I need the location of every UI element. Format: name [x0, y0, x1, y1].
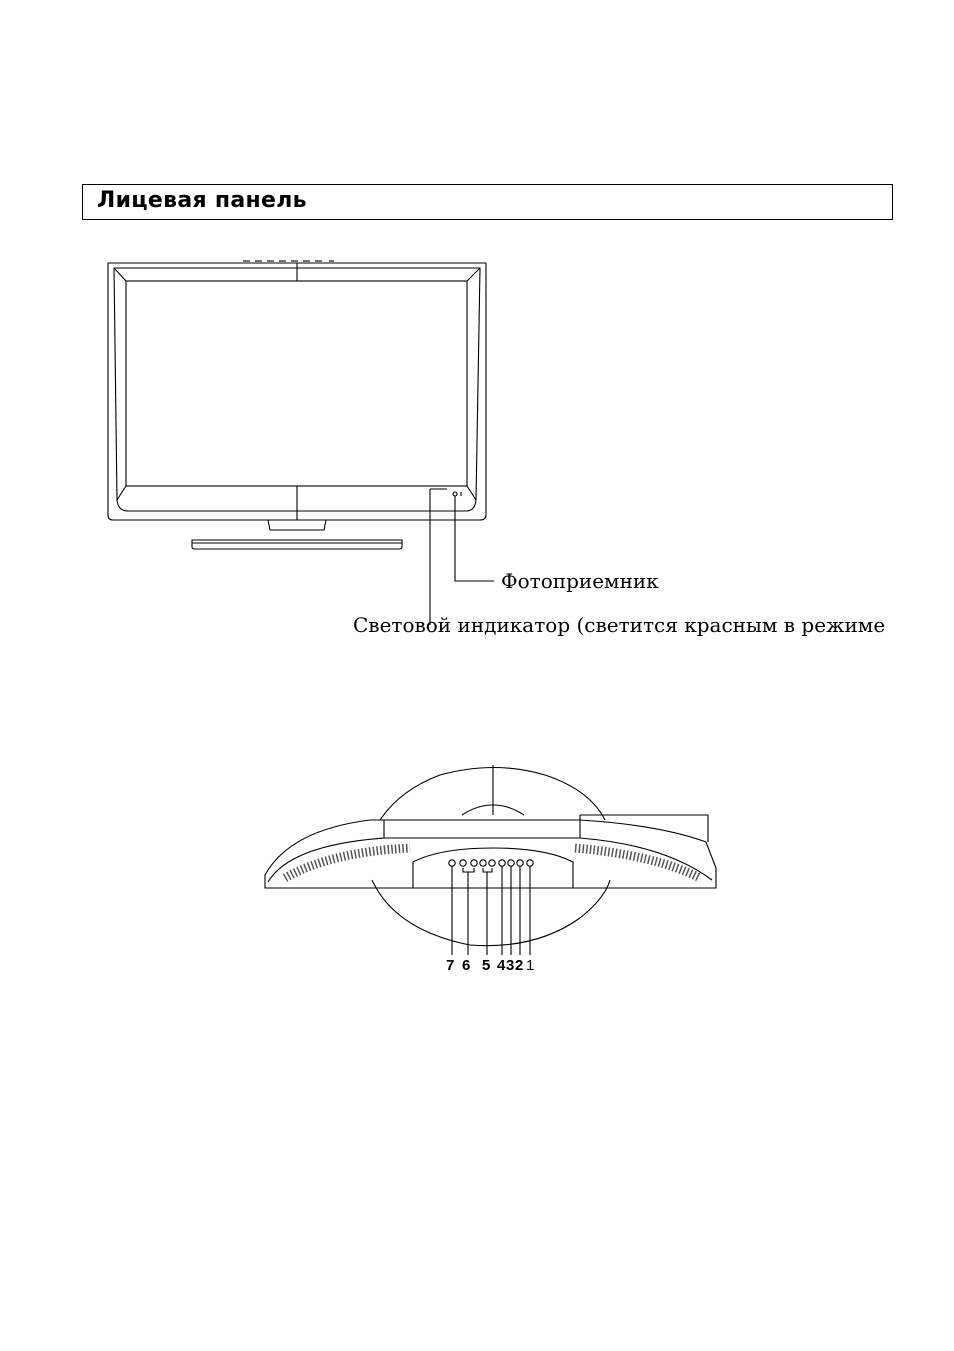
tv-front-view — [108, 261, 494, 625]
tv-stand-neck — [268, 520, 326, 530]
button-callouts — [452, 866, 530, 955]
button-row — [449, 860, 533, 866]
tv-top-view — [265, 765, 716, 955]
tv-outer-bezel — [108, 263, 486, 520]
indicator-led — [453, 492, 457, 496]
tv-stand-base — [192, 540, 402, 549]
button-number-2: 2 — [515, 957, 523, 974]
button-number-3: 3 — [506, 957, 514, 974]
photo-receiver-callout — [455, 496, 494, 581]
button-number-6: 6 — [462, 957, 470, 974]
tv-screen — [126, 281, 467, 486]
button-number-5: 5 — [482, 957, 490, 974]
indicator-label: Световой индикатор (светится красным в р… — [353, 613, 885, 637]
tv-inner-bezel — [114, 268, 480, 511]
tv-body-top — [265, 820, 716, 888]
button-number-1: 1 — [526, 957, 534, 974]
button-number-7: 7 — [446, 957, 454, 974]
button-number-4: 4 — [497, 957, 505, 974]
photo-receiver-label: Фотоприемник — [501, 569, 659, 593]
button-bay — [413, 848, 573, 888]
